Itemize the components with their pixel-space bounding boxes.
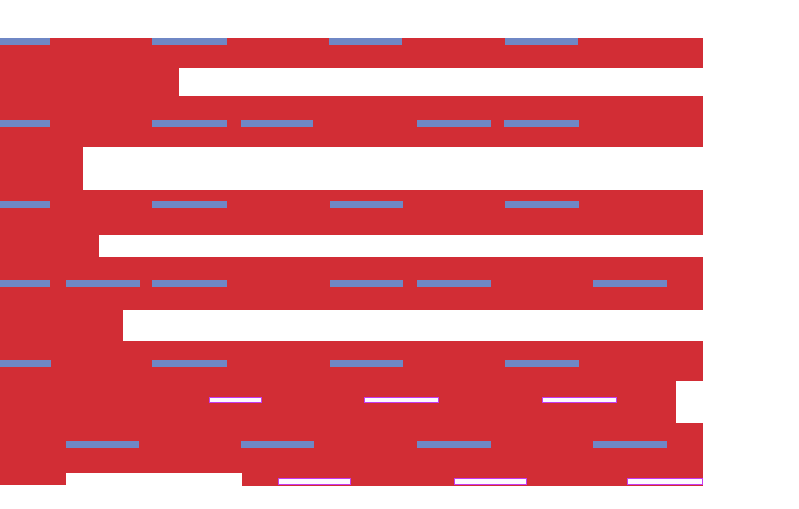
- link-underline[interactable]: [152, 360, 227, 367]
- link-underline[interactable]: [0, 360, 51, 367]
- link-underline[interactable]: [241, 441, 314, 448]
- link-underline[interactable]: [66, 441, 139, 448]
- link-underline[interactable]: [329, 38, 402, 45]
- link-underline[interactable]: [0, 38, 50, 45]
- text-column-cutout: [676, 381, 703, 423]
- visited-link-underline[interactable]: [542, 397, 617, 403]
- visited-link-underline[interactable]: [454, 478, 527, 485]
- link-underline[interactable]: [152, 38, 227, 45]
- link-underline[interactable]: [505, 201, 579, 208]
- visited-link-underline[interactable]: [627, 478, 703, 485]
- visited-link-underline[interactable]: [364, 397, 439, 403]
- redacted-text-block: [0, 235, 99, 257]
- visited-link-underline[interactable]: [278, 478, 351, 485]
- link-underline[interactable]: [0, 280, 50, 287]
- link-underline[interactable]: [417, 280, 491, 287]
- link-underline[interactable]: [593, 441, 667, 448]
- redacted-text-block: [0, 190, 703, 235]
- link-underline[interactable]: [152, 120, 227, 127]
- link-underline[interactable]: [0, 201, 50, 208]
- link-underline[interactable]: [241, 120, 313, 127]
- link-underline[interactable]: [330, 360, 403, 367]
- redacted-text-block: [0, 96, 703, 147]
- redacted-text-block: [0, 310, 123, 341]
- link-underline[interactable]: [504, 120, 579, 127]
- visited-link-underline[interactable]: [209, 397, 262, 403]
- link-underline[interactable]: [330, 280, 403, 287]
- link-underline[interactable]: [505, 38, 578, 45]
- link-underline[interactable]: [505, 360, 579, 367]
- redacted-text-block: [0, 68, 179, 96]
- link-underline[interactable]: [152, 280, 227, 287]
- link-underline[interactable]: [152, 201, 227, 208]
- link-underline[interactable]: [0, 120, 50, 127]
- link-underline[interactable]: [330, 201, 403, 208]
- redacted-text-block: [0, 147, 83, 190]
- link-underline[interactable]: [593, 280, 667, 287]
- link-underline[interactable]: [66, 280, 140, 287]
- link-underline[interactable]: [417, 441, 491, 448]
- link-underline[interactable]: [417, 120, 491, 127]
- redacted-text-block: [0, 473, 66, 485]
